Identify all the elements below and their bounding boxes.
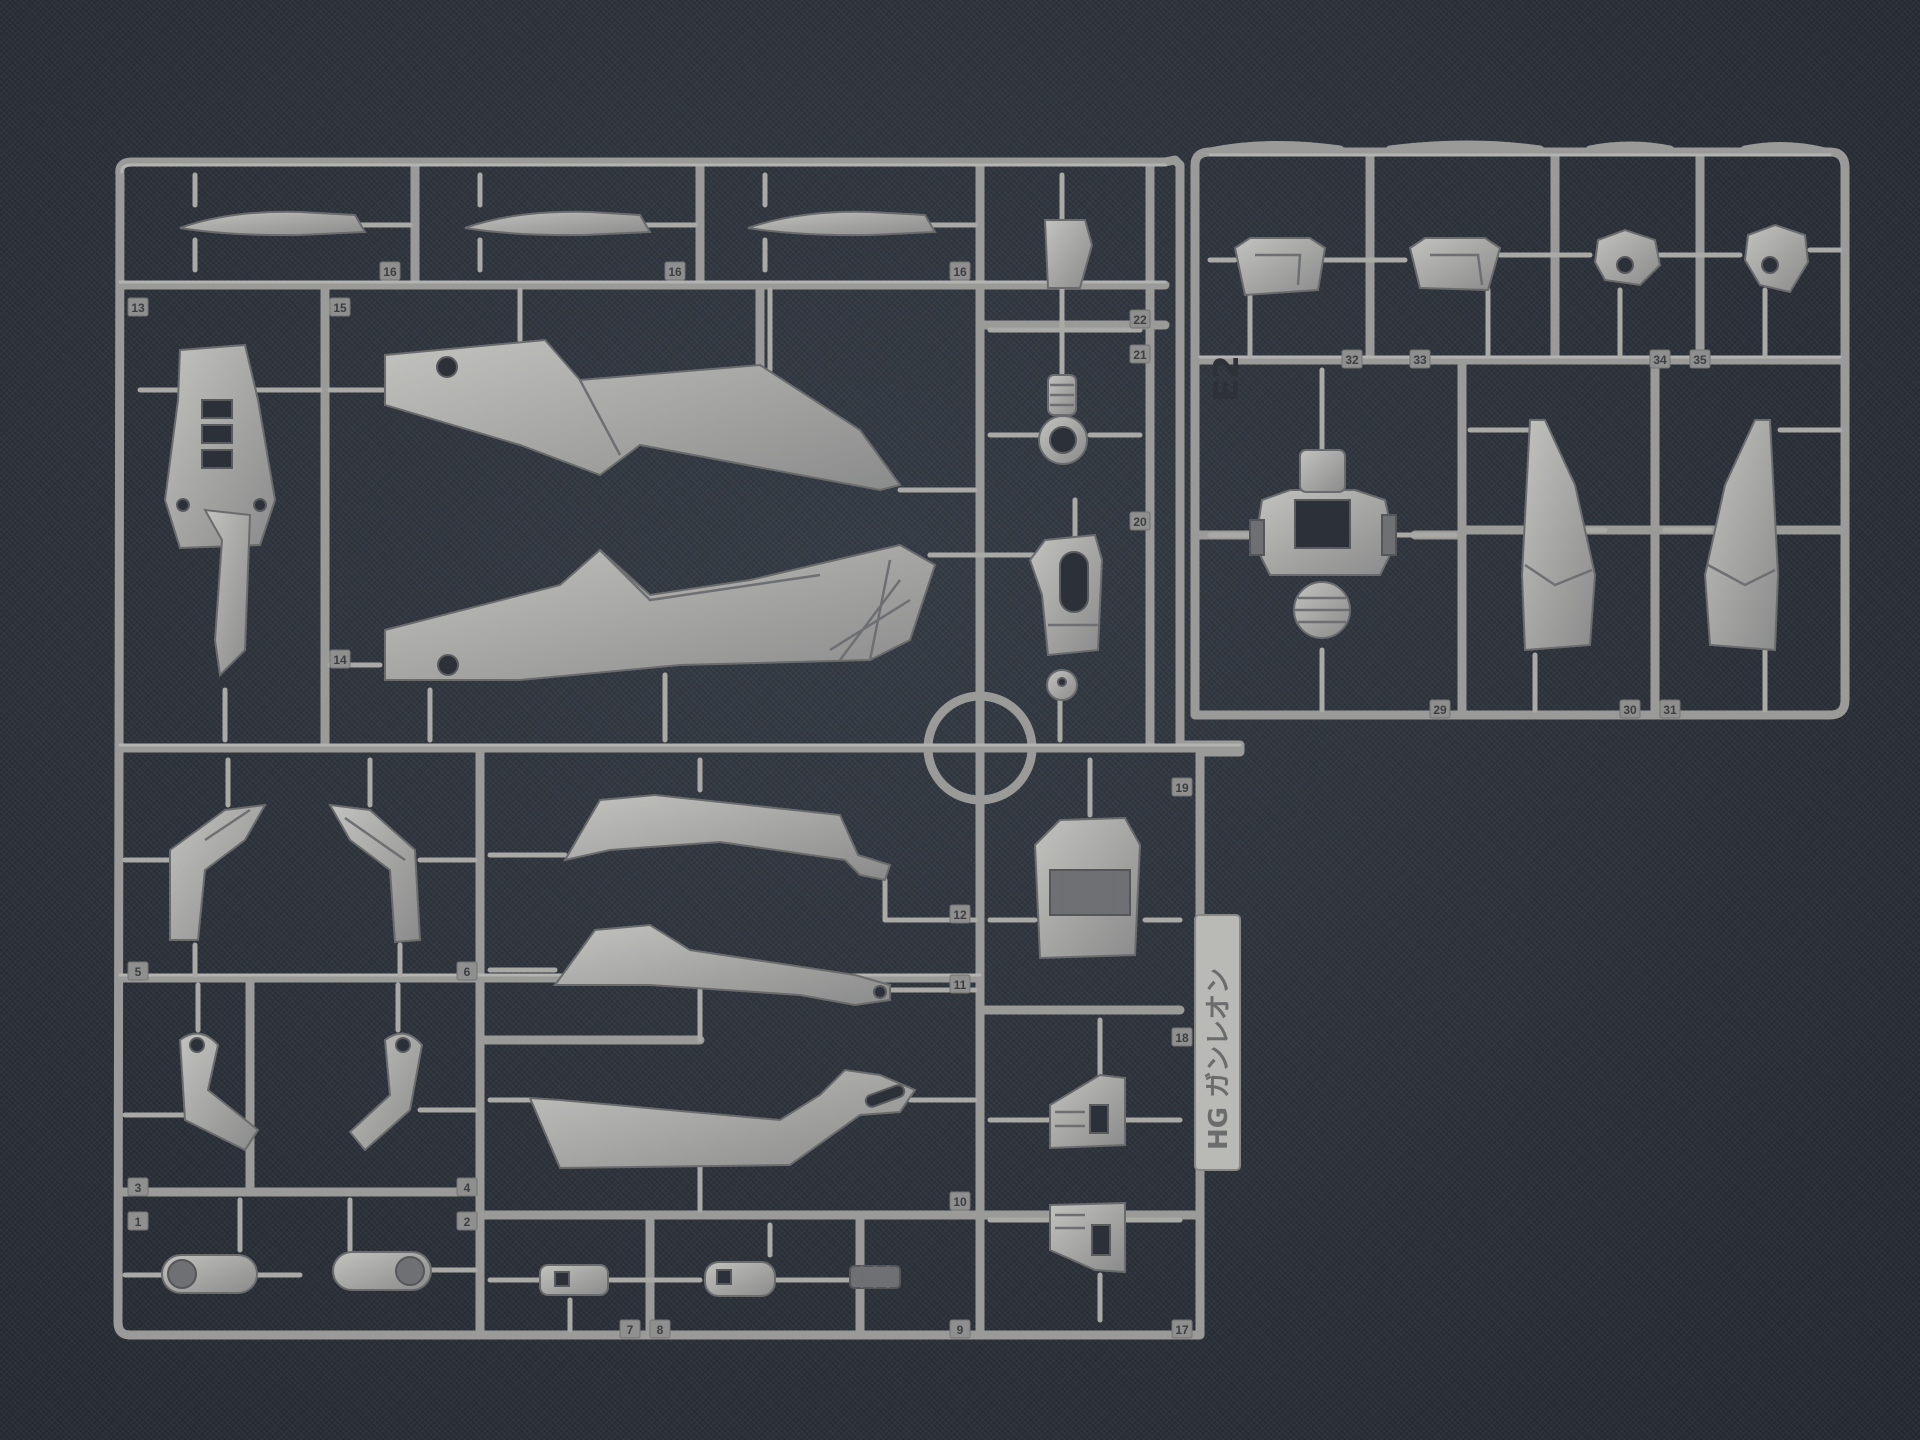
part-number-tab [456,961,478,981]
part-number-label: 32 [1345,353,1359,367]
part-number-label: 21 [1133,348,1147,362]
part-1-2-pair [122,1197,478,1294]
part-29-core [1207,367,1458,713]
part-number-label: 20 [1133,515,1147,529]
part-5-6-pair [122,757,478,978]
part-number-tab [1689,349,1711,369]
part-number-label: 33 [1413,353,1427,367]
part-number-label: 8 [657,1323,664,1337]
part-number-tab [379,261,401,281]
part-number-tab [949,974,971,994]
part-number-tab [949,1191,971,1211]
part-number-label: 18 [1175,1031,1189,1045]
part-number-label: 4 [464,1181,471,1195]
part-number-label: 29 [1433,703,1447,717]
part-number-tab [456,1177,478,1197]
part-number-label: 34 [1653,353,1667,367]
kit-label-text: HG ガンレオン [1204,968,1234,1150]
part-number-label: 15 [333,301,347,315]
runner-frame [113,155,1245,1340]
part-number-label: 14 [333,653,347,667]
part-number-tab [664,261,686,281]
part-number-label: 1 [135,1215,142,1229]
part-number-label: 35 [1693,353,1707,367]
part-18-17-clips [987,1017,1183,1323]
part-13-bracket [137,343,323,743]
part-22-21-column [987,172,1143,465]
part-number-tab [1619,699,1641,719]
part-16-blade-row [179,172,978,273]
part-11 [487,923,978,1043]
part-20 [927,497,1104,743]
part-19-block [987,757,1183,960]
part-number-label: 11 [954,978,967,992]
part-number-label: 7 [627,1323,634,1337]
part-number-tab [1341,349,1363,369]
part-32-33-34-35 [1207,223,1843,358]
part-number-tab [1129,309,1151,329]
part-number-label: 10 [953,1195,967,1209]
part-number-label: 30 [1623,703,1637,717]
part-15-large-armor [327,287,978,493]
part-30-31-fins [1467,419,1843,713]
part-number-tab [127,1177,149,1197]
part-number-tab [127,1211,149,1231]
part-10 [487,1068,978,1213]
part-number-label: 9 [957,1323,964,1337]
runner-id-label: E2 [1207,355,1247,402]
part-number-tab [127,297,149,317]
part-number-tab [329,649,351,669]
part-number-tab [1649,349,1671,369]
part-number-tab [1129,511,1151,531]
part-number-label: 3 [135,1181,142,1195]
part-number-tab [1129,344,1151,364]
part-number-label: 19 [1175,781,1189,795]
part-number-label: 16 [383,265,397,279]
part-number-tab [649,1319,671,1339]
part-number-label: 12 [953,908,967,922]
part-number-tab [1171,1319,1193,1339]
part-12 [487,757,978,923]
part-number-tab [456,1211,478,1231]
part-number-label: 22 [1133,313,1147,327]
part-14-large-armor [327,543,978,743]
part-number-tab [619,1319,641,1339]
part-3-4-pair [122,982,478,1152]
part-7-8-9-small [487,1222,901,1333]
part-number-tab [329,297,351,317]
part-number-label: 17 [1175,1323,1189,1337]
part-number-tab [949,904,971,924]
part-number-label: 31 [1663,703,1677,717]
part-number-label: 5 [135,965,142,979]
part-number-label: 16 [668,265,682,279]
part-number-tab [949,1319,971,1339]
part-number-tab [1429,699,1451,719]
part-number-tab [1171,777,1193,797]
part-number-tab [1659,699,1681,719]
part-number-tab [1171,1027,1193,1047]
part-number-label: 6 [464,965,471,979]
kit-label-plate: HG ガンレオン [1194,914,1241,1171]
part-number-tab [1409,349,1431,369]
part-number-label: 13 [131,301,145,315]
part-number-tab [127,961,149,981]
part-number-label: 16 [953,265,967,279]
part-number-label: 2 [464,1215,471,1229]
part-number-tab [949,261,971,281]
